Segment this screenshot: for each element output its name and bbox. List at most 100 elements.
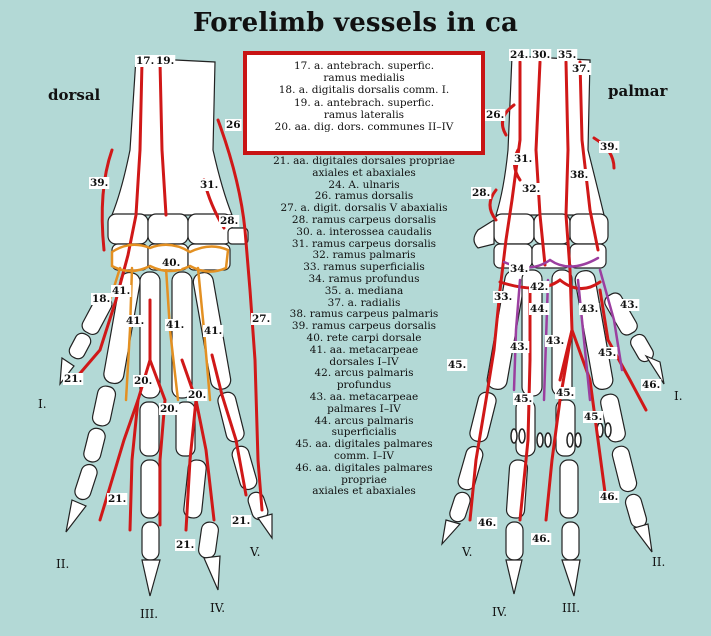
label-35: 35. [558, 49, 576, 61]
legend-line: 40. rete carpi dorsale [250, 333, 478, 345]
label-21: 21. [232, 515, 250, 527]
palmar-digit-IV-claw [506, 560, 522, 594]
label-41: 41. [126, 315, 144, 327]
dorsal-digit-II-claw [66, 500, 86, 532]
label-20: 20. [134, 375, 152, 387]
palmar-phalanx-II [599, 393, 627, 444]
legend-line: 28. ramus carpeus dorsalis [250, 215, 478, 227]
label-26: 26 [226, 119, 241, 131]
label-24: 24. [510, 49, 528, 61]
label-28: 28. [220, 215, 238, 227]
dorsal-phalanx-III [140, 402, 159, 456]
palmar-phalanx-II [611, 445, 639, 494]
dorsal-digit-I-bone [67, 331, 93, 361]
label-42: 42. [530, 281, 548, 293]
label-45: 45. [598, 347, 616, 359]
dorsal-digit-III-label: III. [140, 607, 158, 621]
dorsal-phalanx-IV [198, 521, 220, 559]
label-45: 45. [514, 393, 532, 405]
palmar-digit-IV-label: IV. [492, 605, 507, 619]
label-21: 21. [176, 539, 194, 551]
palmar-digit-I-label: I. [674, 389, 683, 403]
label-41: 41. [112, 285, 130, 297]
legend-line: 17. a. antebrach. superfic. [250, 60, 478, 72]
palmar-view-label: palmar [608, 82, 667, 100]
dorsal-phalanx-II [91, 385, 117, 428]
dorsal-phalanx-II [82, 427, 107, 464]
legend-line: 34. ramus profundus [250, 274, 478, 286]
label-31: 31. [514, 153, 532, 165]
label-45: 45. [556, 387, 574, 399]
legend-line: 20. aa. dig. dors. communes II–IV [250, 121, 478, 133]
label-43: 43. [510, 341, 528, 353]
label-39: 39. [90, 177, 108, 189]
palmar-phalanx-IV [506, 522, 523, 560]
legend-line: ramus lateralis [250, 109, 478, 121]
legend-line: 35. a. mediana [250, 286, 478, 298]
label-46: 46. [642, 379, 660, 391]
label-46: 46. [532, 533, 550, 545]
palmar-digit-II-label: II. [652, 555, 665, 569]
dorsal-carpal [148, 214, 188, 244]
label-43: 43. [620, 299, 638, 311]
legend-highlighted: 17. a. antebrach. superfic.ramus mediali… [250, 60, 478, 133]
dorsal-digit-V-label: V. [249, 545, 260, 559]
dorsal-digit-V-claw [258, 514, 272, 538]
palmar-phalanx-IV [516, 400, 535, 456]
label-33: 33. [494, 291, 512, 303]
label-38: 38. [570, 169, 588, 181]
palmar-digit-V-claw [442, 520, 460, 544]
palmar-carpal [570, 244, 606, 268]
label-40: 40. [162, 257, 180, 269]
label-32: 32. [522, 183, 540, 195]
label-20: 20. [188, 389, 206, 401]
legend-line: comm. I–IV [250, 451, 478, 463]
label-20: 20. [160, 403, 178, 415]
palmar-digit-II-claw [634, 524, 652, 552]
legend-line: palmares I–IV [250, 404, 478, 416]
label-21: 21. [108, 493, 126, 505]
label-44: 44. [530, 303, 548, 315]
dorsal-digit-I-label: I. [38, 397, 47, 411]
label-21: 21. [64, 373, 82, 385]
label-30: 30. [532, 49, 550, 61]
palmar-digit-III-label: III. [562, 601, 580, 615]
legend-line: 41. aa. metacarpeae [250, 345, 478, 357]
legend-line: 43. aa. metacarpeae [250, 392, 478, 404]
palmar-carpal [532, 244, 570, 268]
legend-line: 18. a. digitalis dorsalis comm. I. [250, 84, 478, 96]
dorsal-phalanx-III [142, 522, 159, 560]
palmar-carpal [570, 214, 608, 244]
label-34: 34. [510, 263, 528, 275]
dorsal-digit-IV-claw [204, 556, 220, 590]
palmar-carpal [494, 214, 534, 244]
label-43: 43. [546, 335, 564, 347]
legend-line: axiales et abaxiales [250, 168, 478, 180]
label-18: 18. [92, 293, 110, 305]
label-19: 19. [156, 55, 174, 67]
dorsal-digit-III-claw [142, 560, 160, 596]
dorsal-phalanx-V [216, 391, 246, 444]
dorsal-digit-II-label: II. [56, 557, 69, 571]
label-45: 45. [584, 411, 602, 423]
label-41: 41. [204, 325, 222, 337]
dorsal-forearm-bone [112, 58, 232, 215]
dorsal-phalanx-III [141, 460, 159, 518]
label-31: 31. [200, 179, 218, 191]
legend-line: 19. a. antebrach. superfic. [250, 97, 478, 109]
legend-line: 46. aa. digitales palmares [250, 463, 478, 475]
palmar-phalanx-II [624, 492, 649, 529]
legend-line: axiales et abaxiales [250, 486, 478, 498]
label-17: 17. [136, 55, 154, 67]
dorsal-phalanx-II [73, 462, 99, 501]
dorsal-view-label: dorsal [48, 86, 100, 104]
dorsal-carpal [108, 214, 148, 244]
label-43: 43. [580, 303, 598, 315]
label-46: 46. [600, 491, 618, 503]
palmar-digit-V-label: V. [461, 545, 472, 559]
label-26: 26. [486, 109, 504, 121]
dorsal-digit-IV-label: IV. [210, 601, 225, 615]
palmar-phalanx-III [562, 522, 579, 560]
